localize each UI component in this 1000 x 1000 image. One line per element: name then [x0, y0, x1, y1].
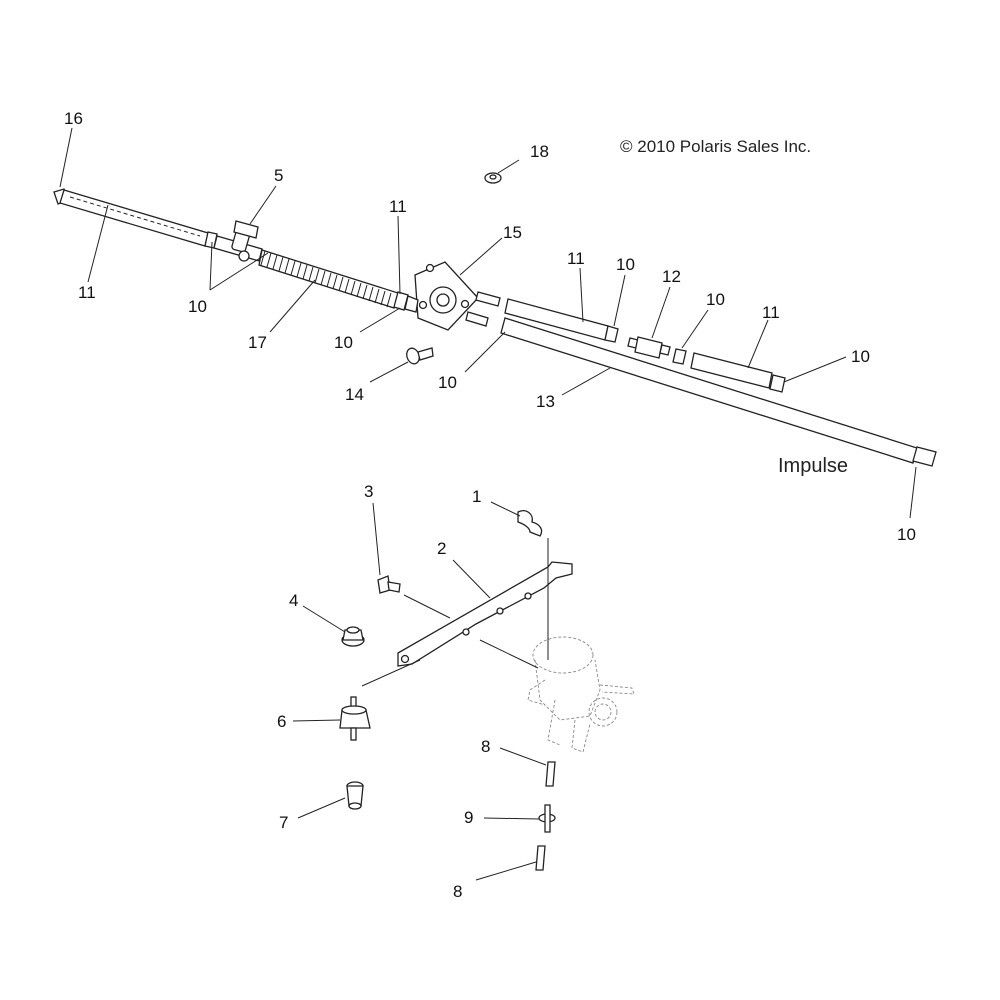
callout-1: 1 — [472, 487, 481, 506]
part-10-clamp-filter-right — [672, 348, 687, 365]
part-10-clamp-filter-left — [604, 325, 619, 343]
leader-lines-lower — [292, 501, 549, 881]
callout-8: 8 — [481, 737, 490, 756]
part-2-bracket — [397, 561, 573, 667]
callout-8: 8 — [453, 882, 462, 901]
callout-5: 5 — [274, 166, 283, 185]
part-8-hose-lower — [535, 845, 546, 871]
part-8-hose-upper — [545, 761, 556, 787]
part-12-fuel-filter — [627, 336, 671, 359]
callout-17: 17 — [248, 333, 267, 352]
part-18-grommet — [484, 172, 502, 184]
leader-lines-upper — [59, 127, 917, 519]
part-1-hose-elbow — [517, 510, 543, 537]
callout-13: 13 — [536, 392, 555, 411]
callout-11: 11 — [567, 249, 585, 268]
callout-15: 15 — [503, 223, 522, 242]
callout-labels: 16 5 11 10 17 11 10 15 14 18 11 10 12 10… — [64, 109, 916, 901]
callout-11: 11 — [762, 303, 780, 322]
part-7-bushing — [346, 781, 364, 810]
part-5-shutoff-valve — [213, 220, 263, 262]
carburetor-reference — [527, 636, 635, 753]
callout-2: 2 — [437, 539, 446, 558]
part-3-bolt — [377, 575, 401, 594]
copyright-text: © 2010 Polaris Sales Inc. — [620, 137, 811, 156]
part-6-rubber-mount — [339, 696, 371, 741]
callout-3: 3 — [364, 482, 373, 501]
callout-10: 10 — [897, 525, 916, 544]
callout-10: 10 — [851, 347, 870, 366]
callout-12: 12 — [662, 267, 681, 286]
callout-10: 10 — [188, 297, 207, 316]
part-4-flange-nut — [341, 626, 365, 647]
callout-14: 14 — [345, 385, 364, 404]
part-17-spiral-hose — [258, 249, 399, 309]
callout-4: 4 — [289, 591, 298, 610]
part-11-hose-left — [59, 189, 209, 247]
callout-11: 11 — [78, 283, 96, 302]
callout-18: 18 — [530, 142, 549, 161]
part-14-push-pin — [406, 347, 434, 365]
part-15-fuel-pump — [404, 261, 501, 331]
callout-9: 9 — [464, 808, 473, 827]
callout-10: 10 — [706, 290, 725, 309]
callout-16: 16 — [64, 109, 83, 128]
model-label: Impulse — [778, 455, 848, 477]
callout-10: 10 — [616, 255, 635, 274]
callout-6: 6 — [277, 712, 286, 731]
part-9-tee-fitting — [538, 804, 556, 833]
callout-10: 10 — [438, 373, 457, 392]
part-10-clamp-pump-inlet — [393, 291, 409, 311]
part-13-long-hose — [500, 317, 937, 467]
part-11-hose-right — [690, 352, 773, 389]
callout-7: 7 — [279, 813, 288, 832]
callout-11: 11 — [389, 197, 407, 216]
part-10-clamp-hose-end — [769, 374, 786, 393]
callout-10: 10 — [334, 333, 353, 352]
